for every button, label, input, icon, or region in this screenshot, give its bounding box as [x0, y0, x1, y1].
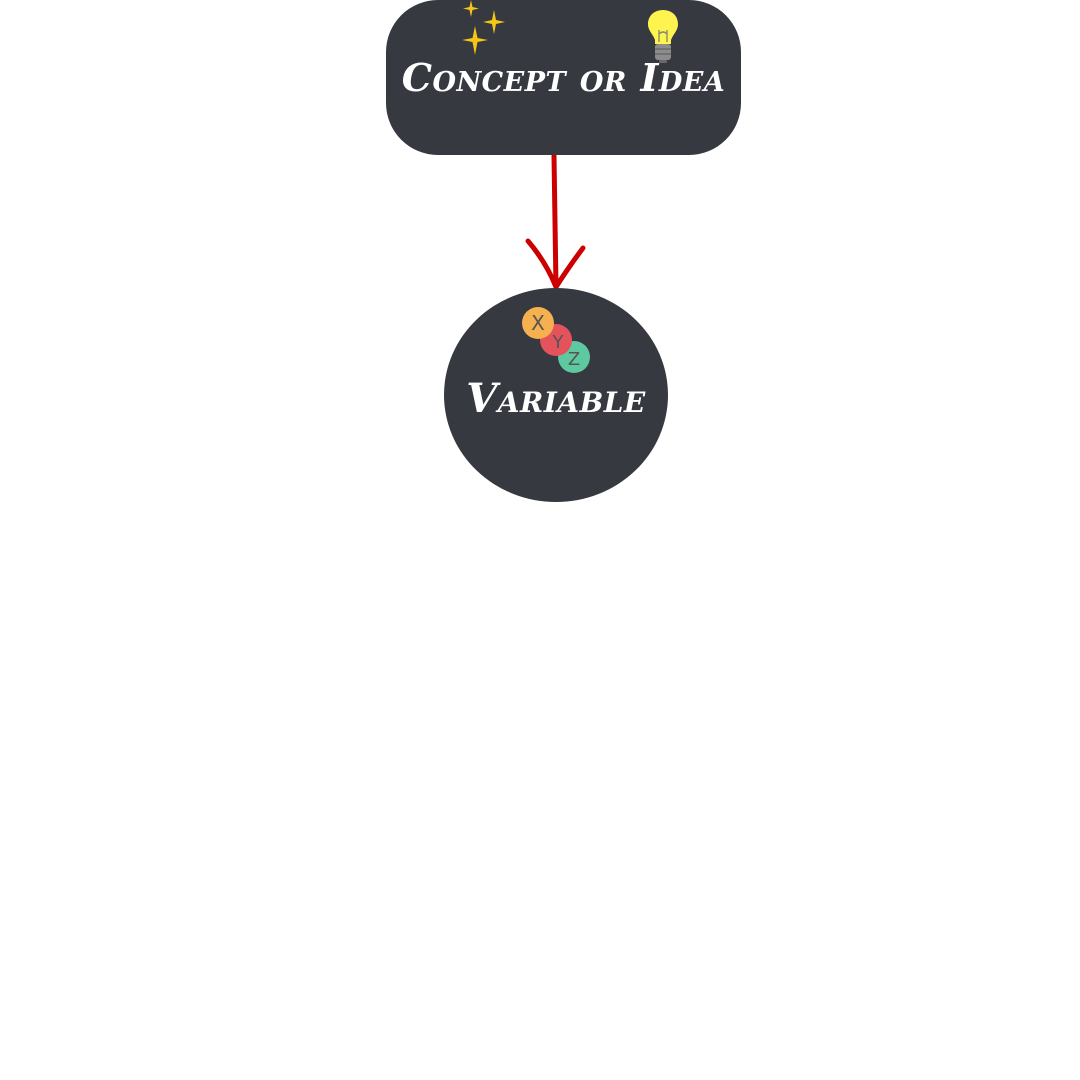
z-letter: Z	[568, 349, 580, 370]
connector-line	[551, 153, 559, 290]
sparkles-icon	[462, 0, 505, 55]
node-variable-label: Variable	[466, 375, 646, 422]
xyz-variables-icon: X Y Z	[522, 307, 590, 373]
y-letter: Y	[552, 332, 565, 353]
x-letter: X	[531, 311, 545, 335]
lightbulb-icon	[648, 10, 678, 63]
node-concept-label: Concept or Idea	[401, 55, 726, 100]
arrowhead	[525, 238, 586, 290]
node-variable[interactable]: Variable	[444, 288, 668, 502]
node-concept[interactable]: Concept or Idea	[386, 0, 741, 155]
